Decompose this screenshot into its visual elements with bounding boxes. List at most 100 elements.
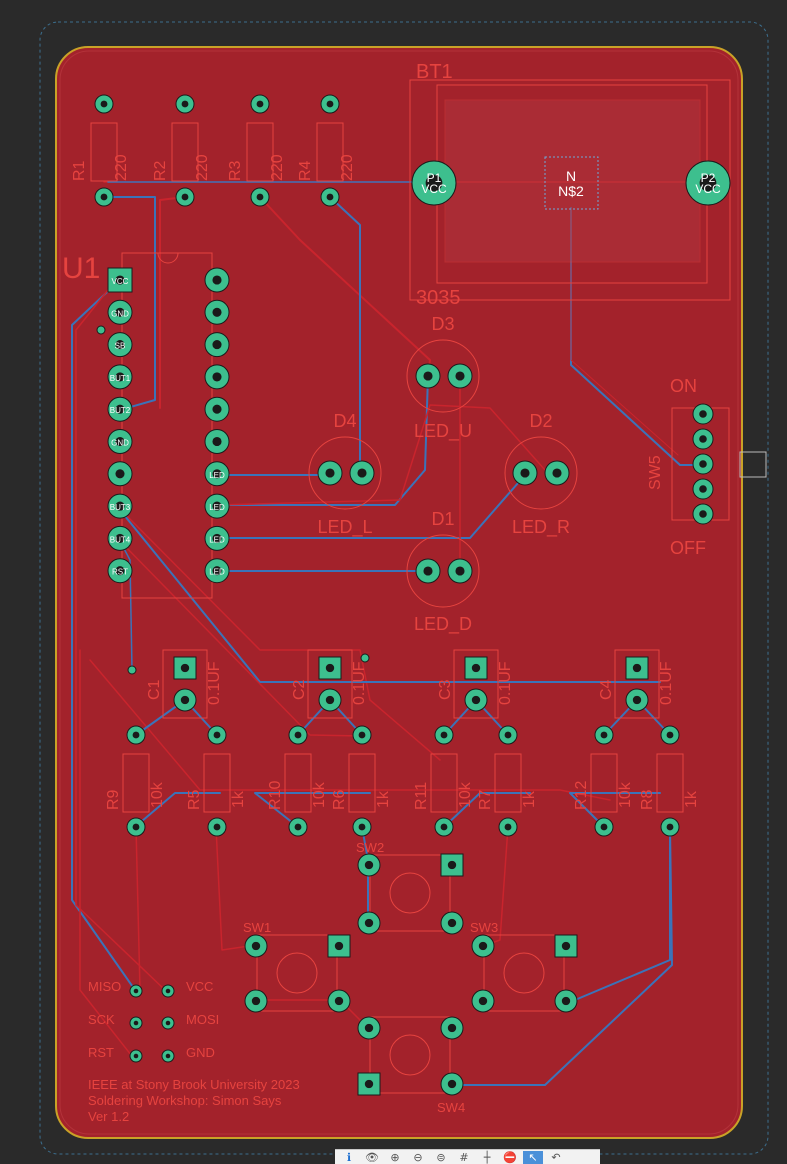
- capacitor-ref-2: C2: [291, 679, 308, 700]
- board-credits: IEEE at Stony Brook University 2023Solde…: [88, 1077, 300, 1124]
- u1-pin-right-1-drill: [212, 275, 222, 285]
- via-1[interactable]: [96, 325, 106, 335]
- resistor-top-body-3: [246, 122, 274, 182]
- trace-led-d2[interactable]: [216, 474, 526, 539]
- bt1-center-net-label: N$2: [558, 183, 584, 199]
- capacitor-body-3: [453, 649, 499, 719]
- sw4-outline: [369, 1016, 451, 1094]
- bt1-center-net-top: N: [566, 168, 576, 184]
- trace-r4-d4[interactable]: [329, 196, 361, 471]
- resistor-bottom-ref-7: R12: [573, 781, 590, 810]
- sw3-pad-1-drill: [478, 941, 488, 951]
- sw5-ref-label: SW5: [647, 455, 664, 490]
- trace-but1[interactable]: [119, 508, 441, 761]
- sw2-pad-2-drill: [447, 860, 457, 870]
- resistor-top-body-1: [90, 122, 118, 182]
- trace-led-d3[interactable]: [216, 375, 429, 506]
- capacitor-pad-round-3-drill: [471, 695, 481, 705]
- trace-u1-vcc-isp-top[interactable]: [75, 279, 166, 991]
- sw1-outline: [256, 934, 338, 1012]
- resistor-bottom-pad-a-1-drill: [132, 731, 140, 739]
- resistor-bottom-body-4: [348, 753, 376, 813]
- stop-icon[interactable]: ⛔: [503, 1150, 517, 1164]
- resistor-top-value-1: 220: [113, 154, 130, 181]
- sw2-pad-4-drill: [447, 918, 457, 928]
- via-3[interactable]: [360, 653, 370, 663]
- zoom-in-icon[interactable]: ⊕: [390, 1150, 400, 1164]
- zoom-fit-icon[interactable]: ⊜: [436, 1150, 446, 1164]
- resistor-top-pad-a-3-drill: [256, 100, 264, 108]
- bt1-outline: [409, 79, 731, 301]
- resistor-bottom-body-5: [430, 753, 458, 813]
- trace-r1-u1[interactable]: [103, 196, 156, 411]
- d2-outline: [504, 436, 578, 510]
- resistor-top-ref-2: R2: [152, 160, 169, 181]
- d1-outline: [406, 534, 480, 608]
- sw1-ref-label: SW1: [243, 920, 271, 935]
- u1-pin-left-label-6: GND: [111, 439, 129, 448]
- sw2-ref-label: SW2: [356, 840, 384, 855]
- select-icon[interactable]: ↖: [523, 1150, 543, 1164]
- resistor-bottom-pad-a-2-drill: [213, 731, 221, 739]
- u1-pin-left-label-5: BUT2: [110, 406, 131, 415]
- resistor-bottom-pad-a-8-drill: [666, 731, 674, 739]
- via-2[interactable]: [127, 665, 137, 675]
- u1-pin-right-8-drill: [212, 501, 222, 511]
- u1-pin-left-6-drill: [115, 436, 125, 447]
- u1-pin-left-1-drill: [115, 275, 125, 285]
- info-icon[interactable]: ℹ: [346, 1150, 352, 1164]
- trace-gnd-bus[interactable]: [119, 509, 661, 683]
- crosshair-icon[interactable]: ┼: [483, 1150, 491, 1164]
- resistor-bottom-pad-b-5-drill: [440, 823, 448, 831]
- grid-icon[interactable]: #: [459, 1150, 469, 1164]
- capacitor-body-1: [162, 649, 208, 719]
- trace-top-gnd[interactable]: [216, 404, 546, 506]
- capacitor-ref-3: C3: [437, 679, 454, 700]
- trace-u1-vcc-isp[interactable]: [71, 279, 136, 991]
- d2-pad-2-drill: [552, 468, 562, 478]
- isp-label-sck: SCK: [88, 1012, 115, 1027]
- resistor-bottom-ref-6: R7: [477, 789, 494, 810]
- bt1-hatch: [444, 99, 701, 263]
- resistor-bottom-pad-a-6-drill: [504, 731, 512, 739]
- d3-outline: [406, 339, 480, 413]
- resistor-bottom-pad-b-2-drill: [213, 823, 221, 831]
- sw3-outline-button: [503, 952, 545, 994]
- resistor-top-body-2: [171, 122, 199, 182]
- capacitor-pad-square-4-drill: [632, 663, 642, 673]
- resistor-bottom-ref-3: R10: [267, 781, 284, 810]
- sw1-pad-1-drill: [251, 941, 261, 951]
- sw3-pad-4-drill: [561, 996, 571, 1006]
- trace-rst[interactable]: [79, 649, 136, 1061]
- credit-line-3: Ver 1.2: [88, 1109, 129, 1124]
- sw2-pad-1-drill: [364, 860, 374, 870]
- resistor-bottom-pad-b-8-drill: [666, 823, 674, 831]
- eye-icon[interactable]: 👁: [365, 1150, 379, 1164]
- credit-line-2: Soldering Workshop: Simon Says: [88, 1093, 282, 1108]
- capacitor-pad-square-1-drill: [180, 663, 190, 673]
- capacitor-pad-round-2-drill: [325, 695, 335, 705]
- resistor-bottom-value-3: 10k: [311, 781, 328, 808]
- resistor-top-value-2: 220: [194, 154, 211, 181]
- trace-bt-sw5-top[interactable]: [570, 207, 679, 456]
- capacitor-ref-1: C1: [146, 679, 163, 700]
- trace-row-r[interactable]: [89, 659, 611, 801]
- u1-pin-right-7-drill: [212, 469, 222, 479]
- trace-r9-isp[interactable]: [135, 826, 141, 991]
- pad-layer[interactable]: [94, 94, 731, 1096]
- capacitor-pad-square-2-drill: [325, 663, 335, 673]
- trace-but2[interactable]: [119, 540, 363, 737]
- trace-r10-r6[interactable]: [254, 792, 371, 828]
- trace-r9-r5[interactable]: [134, 792, 221, 828]
- d4-outline: [308, 436, 382, 510]
- d3-pad-1-drill: [423, 371, 433, 381]
- resistor-top-pad-b-4-drill: [326, 193, 334, 201]
- u1-pin-left-3-drill: [115, 340, 125, 350]
- trace-r12-r8[interactable]: [569, 792, 661, 828]
- board-inner-edge: [59, 50, 739, 1135]
- trace-r11-r7[interactable]: [443, 792, 531, 828]
- undo-icon[interactable]: ↶: [551, 1150, 561, 1164]
- trace-r8-sw4[interactable]: [452, 826, 673, 1086]
- zoom-out-icon[interactable]: ⊖: [413, 1150, 423, 1164]
